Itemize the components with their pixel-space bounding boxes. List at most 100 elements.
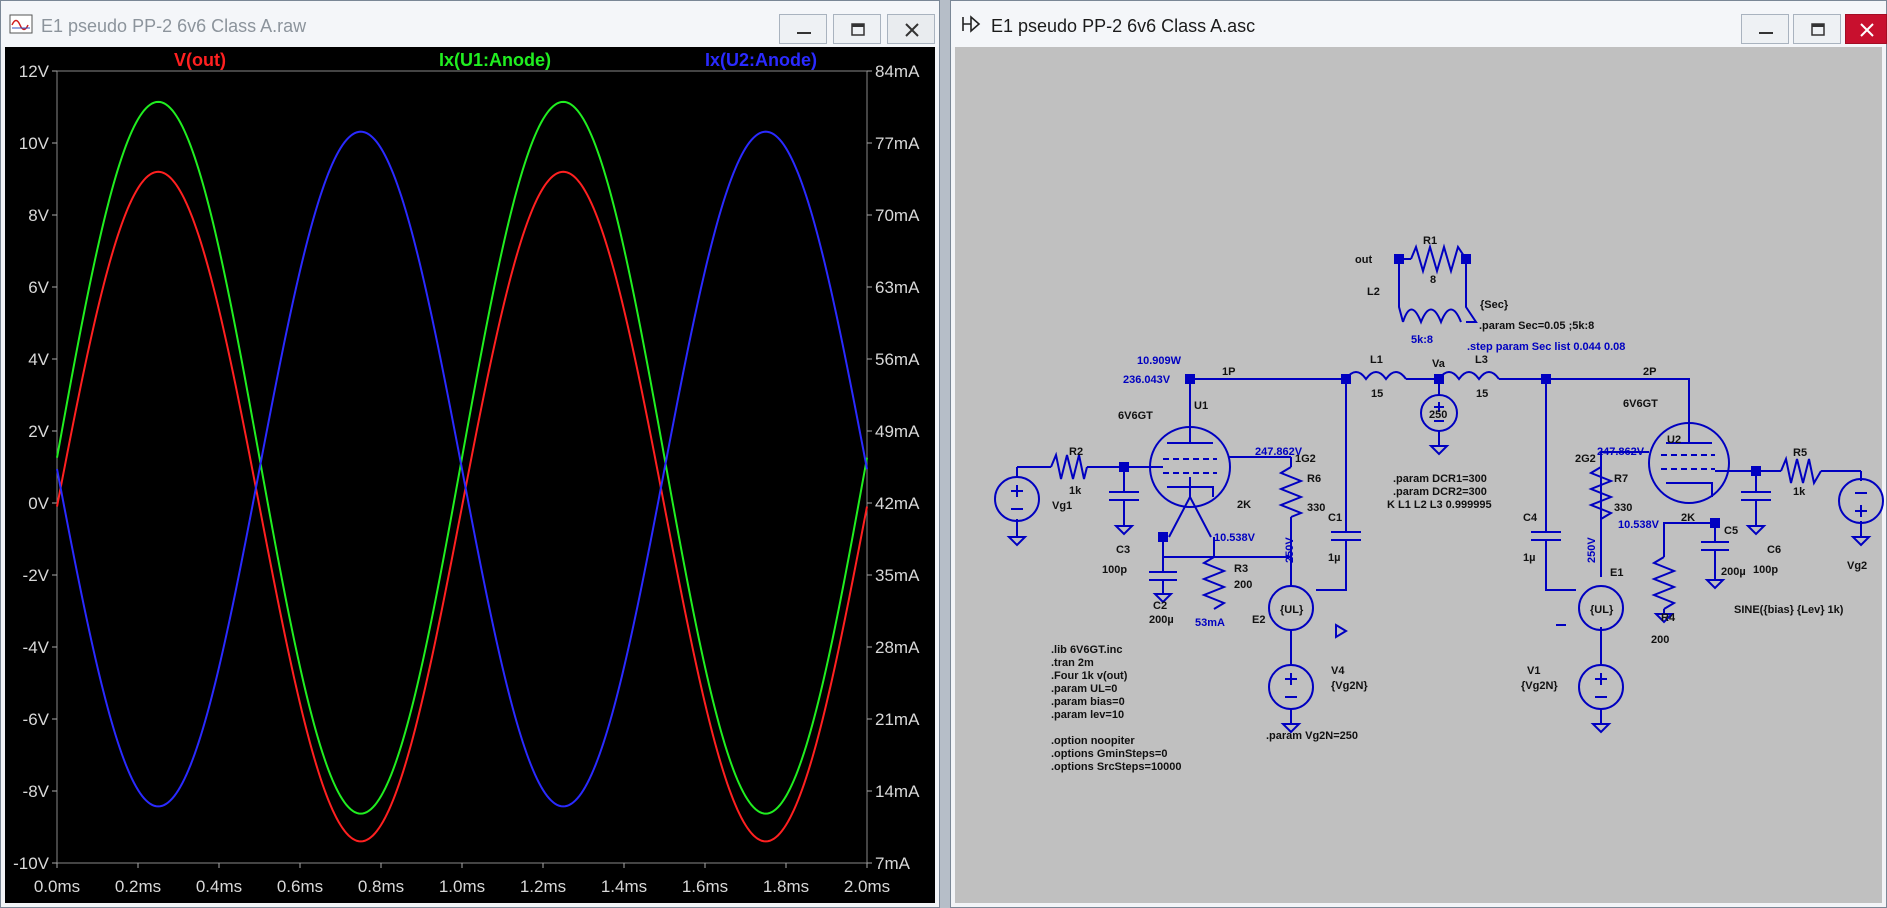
v4-label: V4	[1331, 665, 1345, 677]
l3-label: L3	[1475, 354, 1488, 366]
r3-label: R3	[1234, 563, 1248, 575]
net-label-1g2: 1G2	[1295, 453, 1316, 465]
schematic-close-button[interactable]	[1845, 14, 1887, 44]
spice-directives: {Sec} .param Sec=0.05 ;5k:8 .step param …	[1051, 299, 1625, 773]
g2-1-voltage-readout: 247.862V	[1255, 446, 1303, 458]
right-tick-label: 70mA	[875, 206, 920, 225]
net-label-250v-1: 250V	[1284, 537, 1296, 563]
legend-v-out-[interactable]: V(out)	[174, 50, 226, 70]
net-labels: out 1P 2P 1G2 2G2 2K 2K 250V 250V	[1222, 254, 1695, 563]
l2-value: 5k:8	[1411, 334, 1433, 346]
k1-current-readout: 53mA	[1195, 617, 1225, 629]
directive-dcr2: .param DCR2=300	[1393, 486, 1487, 498]
legend-ix-u1-anode-[interactable]: Ix(U1:Anode)	[439, 50, 551, 70]
r6-label: R6	[1307, 473, 1321, 485]
r6-value: 330	[1307, 502, 1325, 514]
schematic-canvas[interactable]: R1 8 L2 5k:8 L1 15 L3 15 Va 250 U1 6V6GT…	[955, 47, 1884, 905]
right-tick-label: 7mA	[875, 854, 911, 873]
v1-label: V1	[1527, 665, 1540, 677]
left-tick-label: 12V	[19, 62, 50, 81]
e2-label: E2	[1252, 614, 1265, 626]
close-icon	[1860, 23, 1874, 37]
c1-label: C1	[1328, 512, 1342, 524]
directive-srcsteps: .options SrcSteps=10000	[1051, 761, 1182, 773]
k2-voltage-readout: 10.538V	[1618, 519, 1660, 531]
k1-voltage-readout: 10.538V	[1214, 532, 1256, 544]
wires	[1016, 258, 1862, 657]
trace-v-out-[interactable]	[56, 170, 868, 843]
x-tick-label: 1.0ms	[439, 877, 485, 896]
waveform-minimize-button[interactable]	[779, 14, 827, 44]
schematic-drawing[interactable]: R1 8 L2 5k:8 L1 15 L3 15 Va 250 U1 6V6GT…	[955, 47, 1884, 905]
left-tick-label: -6V	[23, 710, 50, 729]
directive-gmin: .options GminSteps=0	[1051, 748, 1167, 760]
directive-dcr1: .param DCR1=300	[1393, 473, 1487, 485]
v1-value: {Vg2N}	[1521, 680, 1558, 692]
va-value: 250	[1429, 409, 1447, 421]
u2-type: 6V6GT	[1623, 398, 1658, 410]
directive-ul: .param UL=0	[1051, 683, 1117, 695]
r4-value: 200	[1651, 634, 1669, 646]
window-gap	[940, 0, 950, 908]
c3-value: 100p	[1102, 564, 1127, 576]
x-tick-label: 0.0ms	[34, 877, 80, 896]
schematic-minimize-button[interactable]	[1741, 14, 1789, 44]
x-tick-label: 1.2ms	[520, 877, 566, 896]
waveform-window: E1 pseudo PP-2 6v6 Class A.raw 12V 10V 8V 6…	[0, 0, 940, 908]
legend-ix-u2-anode-[interactable]: Ix(U2:Anode)	[705, 50, 817, 70]
directive-bias: .param bias=0	[1051, 696, 1125, 708]
maximize-icon	[1811, 23, 1825, 36]
va-label: Va	[1432, 358, 1446, 370]
waveform-maximize-button[interactable]	[833, 14, 881, 44]
left-tick-label: 4V	[28, 350, 49, 369]
r1-value: 8	[1430, 274, 1436, 286]
net-label-out: out	[1355, 254, 1372, 266]
directive-tran: .tran 2m	[1051, 657, 1094, 669]
trace-ix-u2-anode-[interactable]	[56, 130, 868, 808]
right-tick-label: 35mA	[875, 566, 920, 585]
x-tick-label: 1.6ms	[682, 877, 728, 896]
x-tick-label: 0.4ms	[196, 877, 242, 896]
resistors	[1050, 243, 1822, 610]
directive-coupling: K L1 L2 L3 0.999995	[1387, 499, 1492, 511]
net-label-2g2: 2G2	[1575, 453, 1596, 465]
waveform-titlebar[interactable]: E1 pseudo PP-2 6v6 Class A.raw	[1, 1, 939, 47]
net-label-1p: 1P	[1222, 366, 1235, 378]
c1-value: 1µ	[1328, 552, 1340, 564]
l3-value: 15	[1476, 388, 1488, 400]
r5-value: 1k	[1793, 486, 1806, 498]
right-tick-label: 21mA	[875, 710, 920, 729]
schematic-window-title: E1 pseudo PP-2 6v6 Class A.asc	[991, 16, 1256, 36]
trace-ix-u1-anode-[interactable]	[56, 100, 868, 815]
c6-label: C6	[1767, 544, 1781, 556]
vg1-label: Vg1	[1052, 500, 1072, 512]
directive-step: .step param Sec list 0.044 0.08	[1467, 341, 1625, 353]
right-tick-label: 49mA	[875, 422, 920, 441]
left-tick-label: 10V	[19, 134, 50, 153]
x-tick-label: 2.0ms	[844, 877, 890, 896]
left-tick-label: -8V	[23, 782, 50, 801]
schematic-window: E1 pseudo PP-2 6v6 Class A.asc	[950, 0, 1887, 908]
right-tick-label: 77mA	[875, 134, 920, 153]
component-labels: R1 8 L2 5k:8 L1 15 L3 15 Va 250 U1 6V6GT…	[1052, 235, 1867, 692]
r1-label: R1	[1423, 235, 1437, 247]
junctions	[1119, 254, 1761, 542]
e1-value: {UL}	[1590, 604, 1614, 616]
left-tick-label: 8V	[28, 206, 49, 225]
waveform-close-button[interactable]	[887, 14, 935, 44]
u1-label: U1	[1194, 400, 1208, 412]
directive-vg2n: .param Vg2N=250	[1266, 730, 1358, 742]
directive-lib: .lib 6V6GT.inc	[1051, 644, 1123, 656]
c6-value: 100p	[1753, 564, 1778, 576]
right-tick-label: 28mA	[875, 638, 920, 657]
schematic-titlebar[interactable]: E1 pseudo PP-2 6v6 Class A.asc	[951, 1, 1887, 47]
x-tick-label: 1.8ms	[763, 877, 809, 896]
left-tick-label: -10V	[13, 854, 50, 873]
schematic-maximize-button[interactable]	[1793, 14, 1841, 44]
right-tick-label: 63mA	[875, 278, 920, 297]
vg2-label: Vg2	[1847, 560, 1867, 572]
right-tick-label: 56mA	[875, 350, 920, 369]
vg2-value: SINE({bias} {Lev} 1k)	[1734, 604, 1844, 616]
